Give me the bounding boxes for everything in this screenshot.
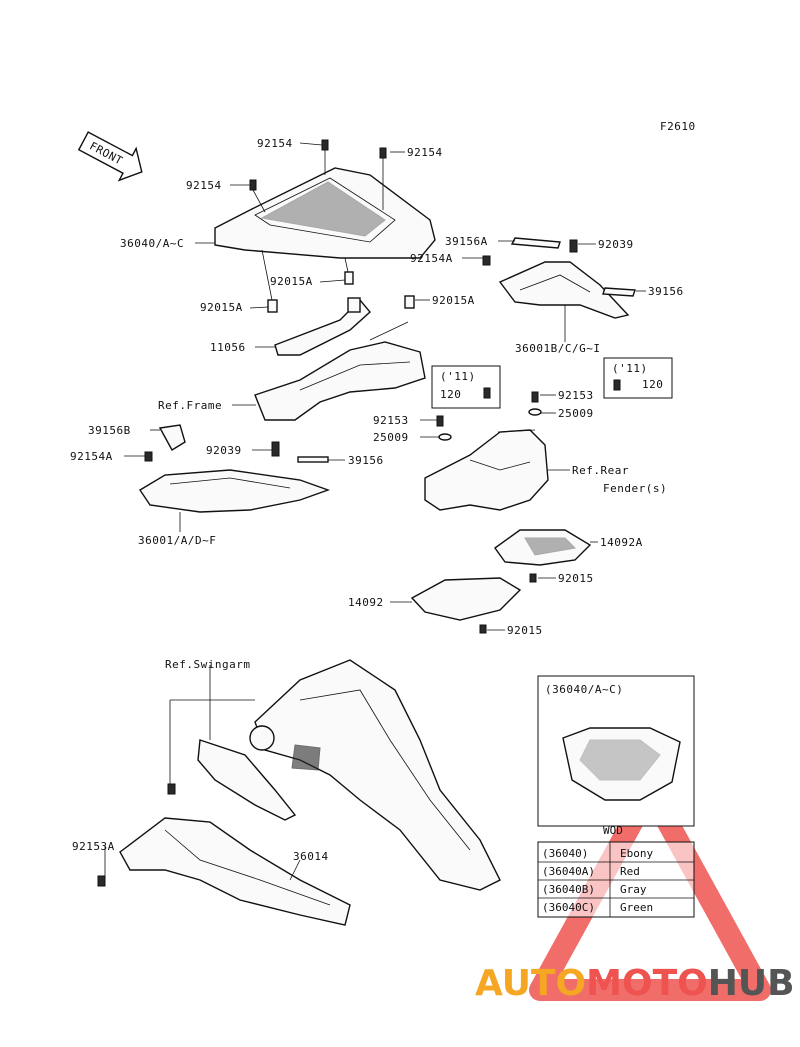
color-table: WOD (36040) Ebony (36040A) Red (36040B) … [537, 824, 695, 918]
cover-36014 [119, 817, 351, 926]
tail-cover-36001BCGI [498, 261, 630, 319]
bolt-120-a [483, 387, 491, 399]
label-year11-a: ('11) [440, 370, 476, 383]
ref-frame-part [254, 341, 426, 421]
front-arrow: FRONT [77, 131, 143, 182]
label-92154A-left: 92154A [70, 450, 113, 463]
bolt-92039-left [271, 441, 280, 457]
ref-swingarm-part [249, 659, 501, 891]
label-25009-left: 25009 [373, 431, 409, 444]
label-120-a: 120 [440, 388, 461, 401]
ref-rear-fender-part [424, 429, 549, 511]
clip-39156B [158, 424, 186, 451]
label-92154-top: 92154 [257, 137, 293, 150]
label-39156B: 39156B [88, 424, 131, 437]
washer-25009-b [438, 433, 452, 441]
strip-39156-left [297, 456, 329, 463]
label-36001ADF: 36001/A/D~F [138, 534, 216, 547]
seat-cowl-36040 [214, 167, 436, 259]
watermark-part-3: HUB [708, 963, 795, 1004]
bolt-92154A-left [144, 451, 153, 462]
chain-guard-part [197, 739, 297, 821]
label-ref-frame: Ref.Frame [158, 399, 222, 412]
color-table-color-1: Red [620, 865, 640, 878]
label-39156-right: 39156 [648, 285, 684, 298]
color-table-part-2: (36040B) [542, 883, 595, 896]
figure-code: F2610 [660, 120, 696, 133]
label-92154A-right: 92154A [410, 252, 453, 265]
cover-14092 [410, 577, 522, 621]
label-92015-bottom: 92015 [507, 624, 543, 637]
strip-39156A [510, 237, 561, 249]
label-36040: 36040/A~C [120, 237, 184, 250]
label-92015A-mid: 92015A [270, 275, 313, 288]
bolt-swingarm [167, 783, 176, 795]
label-92039-left: 92039 [206, 444, 242, 457]
color-table-header: WOD [603, 824, 623, 837]
label-ref-rear-fender-1: Ref.Rear [572, 464, 629, 477]
watermark-logo: AUTOMOTOHUB [475, 963, 795, 1004]
label-92154-right: 92154 [407, 146, 443, 159]
leader-lines [104, 142, 646, 881]
bolt-92015-a [529, 573, 537, 583]
strip-39156-right [602, 287, 636, 297]
inset-title: (36040/A~C) [545, 683, 623, 696]
color-table-part-3: (36040C) [542, 901, 595, 914]
color-table-color-2: Gray [620, 883, 647, 896]
label-39156-left: 39156 [348, 454, 384, 467]
bolt-92154-right [379, 147, 387, 159]
color-table-part-1: (36040A) [542, 865, 595, 878]
bolt-92154-top [321, 139, 329, 151]
washer-25009-a [528, 408, 542, 416]
label-11056: 11056 [210, 341, 246, 354]
part-labels: 92154 92154 92154 36040/A~C 92015A 92015… [70, 137, 684, 863]
inset-36040: (36040/A~C) [537, 675, 695, 827]
watermark-part-2: MOTO [586, 963, 708, 1004]
bolt-92153A [97, 875, 106, 887]
label-year11-b: ('11) [612, 362, 648, 375]
label-92015A-right: 92015A [432, 294, 475, 307]
label-92015A-left: 92015A [200, 301, 243, 314]
color-table-color-0: Ebony [620, 847, 653, 860]
label-ref-swingarm: Ref.Swingarm [165, 658, 250, 671]
label-92153-left: 92153 [373, 414, 409, 427]
bracket-11056 [267, 271, 415, 356]
label-14092: 14092 [348, 596, 384, 609]
bolt-92154-left [249, 179, 257, 191]
label-36001BCGI: 36001B/C/G~I [515, 342, 600, 355]
label-92153-right: 92153 [558, 389, 594, 402]
bolt-120-b [613, 379, 621, 391]
color-table-color-3: Green [620, 901, 653, 914]
bolt-92039-right [569, 239, 578, 253]
label-92015-right: 92015 [558, 572, 594, 585]
svg-text:AUTOMOTOHUB: AUTOMOTOHUB [475, 963, 795, 1004]
label-14092A: 14092A [600, 536, 643, 549]
bolt-92153-a [531, 391, 539, 403]
tail-cover-36001ADF [139, 469, 331, 513]
watermark-part-1: AUTO [475, 963, 586, 1004]
label-39156A: 39156A [445, 235, 488, 248]
label-ref-rear-fender-2: Fender(s) [603, 482, 667, 495]
label-120-b: 120 [642, 378, 663, 391]
cover-14092A [494, 529, 592, 566]
label-92154-left: 92154 [186, 179, 222, 192]
label-92153A: 92153A [72, 840, 115, 853]
label-36014: 36014 [293, 850, 329, 863]
color-table-part-0: (36040) [542, 847, 588, 860]
bolt-92154A-right [482, 255, 491, 266]
label-92039-right: 92039 [598, 238, 634, 251]
bolt-92015-b [479, 624, 487, 634]
bolt-92153-b [436, 415, 444, 427]
label-25009-right: 25009 [558, 407, 594, 420]
